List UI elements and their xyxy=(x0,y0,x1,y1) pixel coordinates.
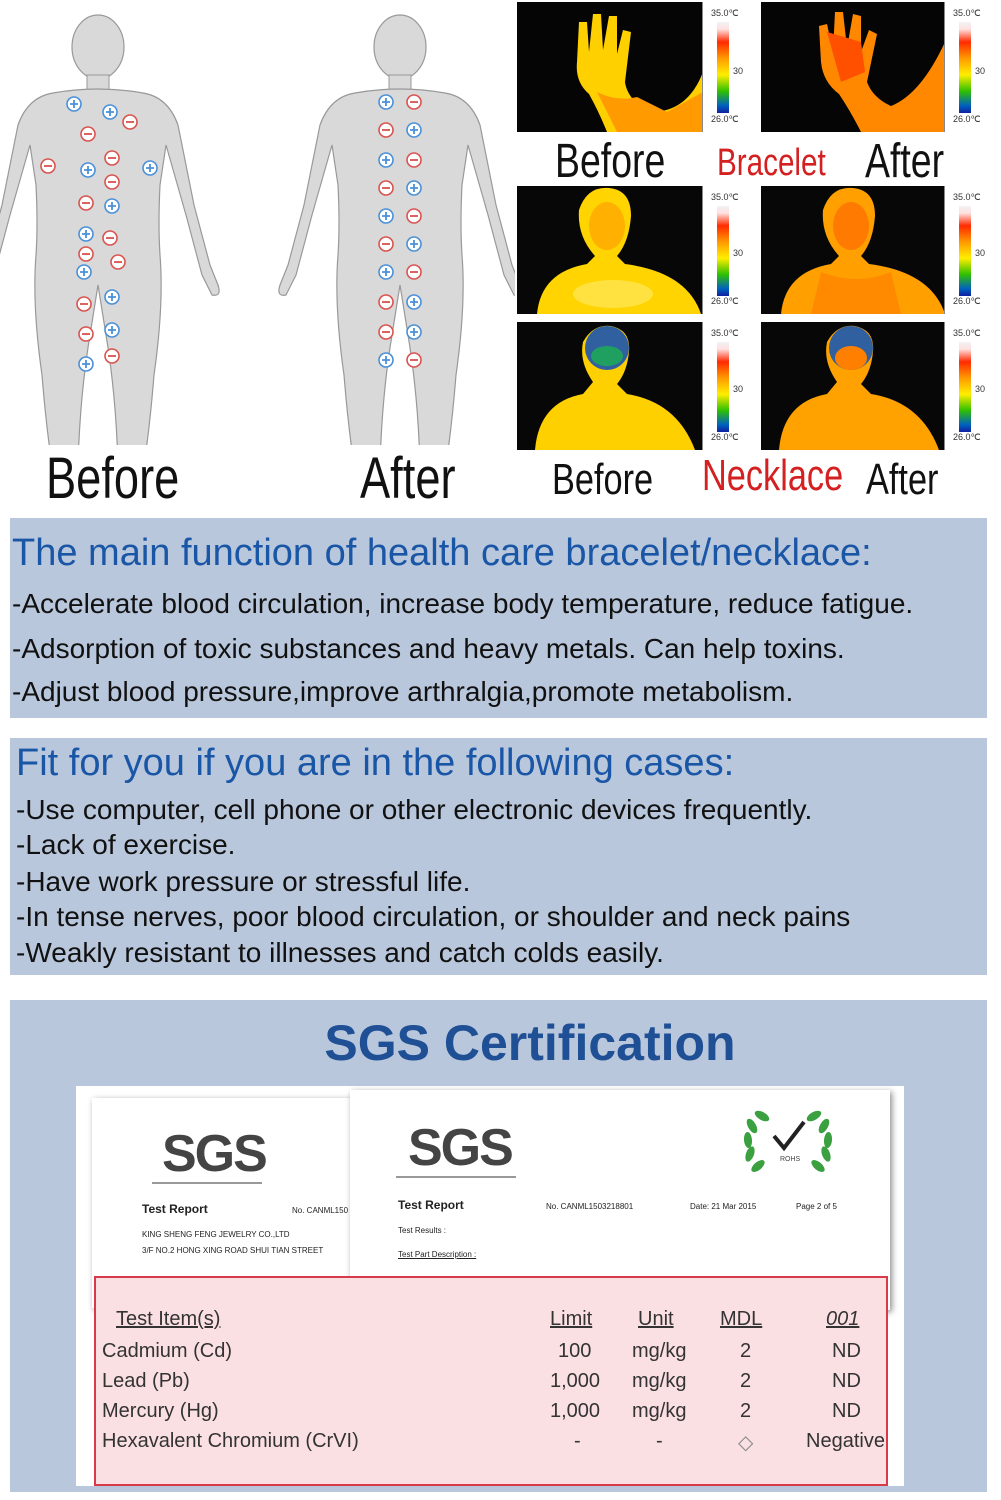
scale-mid-label: 30 xyxy=(975,248,986,258)
row-item: Lead (Pb) xyxy=(102,1370,190,1392)
bracelet-label: Bracelet xyxy=(717,142,826,184)
main-function-title: The main function of health care bracele… xyxy=(12,532,872,574)
necklace-label: Necklace xyxy=(702,451,844,500)
col-header-item: Test Item(s) xyxy=(116,1308,221,1330)
test-part-label: Test Part Description : xyxy=(398,1250,477,1259)
test-results-label: Test Results : xyxy=(398,1226,447,1235)
row-item: Cadmium (Cd) xyxy=(102,1340,233,1362)
scale-bottom-label: 26.0℃ xyxy=(953,114,981,124)
fit-line-4: -In tense nerves, poor blood circulation… xyxy=(16,901,851,932)
report-number: No. CANML1503218801 xyxy=(546,1202,634,1211)
body-after xyxy=(278,14,522,528)
test-report-label: Test Report xyxy=(142,1202,208,1216)
scale-top-label: 35.0℃ xyxy=(711,192,739,202)
function-line-2: -Adsorption of toxic substances and heav… xyxy=(12,633,845,664)
sgs-report-page-2: SGS Test Report No. CANML1503218801 Date… xyxy=(350,1090,890,1310)
report-date: Date: 21 Mar 2015 xyxy=(690,1202,757,1211)
thermal-section: 35.0℃ 30 26.0℃ 35.0℃ 30 26.0℃ Before Bra… xyxy=(515,0,1001,455)
function-line-3: -Adjust blood pressure,improve arthralgi… xyxy=(12,676,794,707)
body-after-label: After xyxy=(360,446,456,511)
row-unit: mg/kg xyxy=(632,1370,687,1392)
col-header-sample: 001 xyxy=(826,1308,860,1330)
col-header-limit: Limit xyxy=(550,1308,593,1330)
main-function-section: The main function of health care bracele… xyxy=(10,518,987,718)
scale-mid-label: 30 xyxy=(975,66,986,76)
scale-mid-label: 30 xyxy=(975,384,986,394)
thermal-back-before: 35.0℃ 30 26.0℃ xyxy=(517,322,759,450)
scale-mid-label: 30 xyxy=(733,384,744,394)
sgs-documents: SGS Test Report No. CANML150 KING SHENG … xyxy=(76,1086,904,1486)
thermal-bracelet-after: 35.0℃ 30 26.0℃ xyxy=(761,2,1001,132)
sgs-logo: SGS xyxy=(408,1119,514,1177)
body-before-label: Before xyxy=(46,446,180,511)
scale-bottom-label: 26.0℃ xyxy=(711,114,739,124)
thermal-back-after: 35.0℃ 30 26.0℃ xyxy=(761,322,1001,450)
row-unit: mg/kg xyxy=(632,1340,687,1362)
fit-line-2: -Lack of exercise. xyxy=(16,829,236,860)
col-header-unit: Unit xyxy=(638,1308,674,1330)
scale-bottom-label: 26.0℃ xyxy=(953,296,981,306)
fit-for-you-section: Fit for you if you are in the following … xyxy=(10,738,987,975)
scale-bottom-label: 26.0℃ xyxy=(711,432,739,442)
row-limit: - xyxy=(574,1430,581,1452)
report-number: No. CANML150 xyxy=(292,1206,349,1215)
row-result: ND xyxy=(832,1340,861,1362)
sgs-section: SGS Certification SGS Test Report No. CA… xyxy=(10,1000,987,1492)
necklace-after-label: After xyxy=(866,455,939,504)
client-address: 3/F NO.2 HONG XING ROAD SHUI TIAN STREET xyxy=(142,1246,324,1255)
body-before xyxy=(0,14,220,528)
scale-bottom-label: 26.0℃ xyxy=(711,296,739,306)
fit-title: Fit for you if you are in the following … xyxy=(16,742,735,784)
test-results-table: Test Item(s) Limit Unit MDL 001 Cadmium … xyxy=(94,1276,888,1486)
sgs-report-page-1: SGS Test Report No. CANML150 KING SHENG … xyxy=(92,1098,350,1308)
row-unit: - xyxy=(656,1430,663,1452)
rohs-label: ROHS xyxy=(780,1156,801,1163)
thermal-bracelet-before: 35.0℃ 30 26.0℃ xyxy=(517,2,759,132)
scale-top-label: 35.0℃ xyxy=(953,328,981,338)
bracelet-after-label: After xyxy=(865,135,945,188)
report-page: Page 2 of 5 xyxy=(796,1202,837,1211)
fit-line-3: -Have work pressure or stressful life. xyxy=(16,866,471,897)
sgs-title: SGS Certification xyxy=(324,1015,736,1071)
necklace-before-label: Before xyxy=(552,455,654,504)
row-unit: mg/kg xyxy=(632,1400,687,1422)
bracelet-before-label: Before xyxy=(555,135,666,188)
row-mdl: ◇ xyxy=(738,1432,754,1454)
scale-mid-label: 30 xyxy=(733,248,744,258)
rohs-wreath-icon xyxy=(743,1110,833,1172)
body-ion-illustration xyxy=(0,0,522,528)
row-limit: 100 xyxy=(558,1340,592,1362)
row-mdl: 2 xyxy=(740,1400,752,1422)
scale-top-label: 35.0℃ xyxy=(953,8,981,18)
row-result: Negative xyxy=(806,1430,885,1452)
col-header-mdl: MDL xyxy=(720,1308,763,1330)
row-result: ND xyxy=(832,1370,861,1392)
function-line-1: -Accelerate blood circulation, increase … xyxy=(12,588,914,619)
sgs-logo: SGS xyxy=(162,1125,268,1183)
row-result: ND xyxy=(832,1400,861,1422)
row-limit: 1,000 xyxy=(550,1400,601,1422)
scale-top-label: 35.0℃ xyxy=(953,192,981,202)
scale-bottom-label: 26.0℃ xyxy=(953,432,981,442)
scale-mid-label: 30 xyxy=(733,66,744,76)
test-report-label: Test Report xyxy=(398,1198,464,1212)
scale-top-label: 35.0℃ xyxy=(711,8,739,18)
body-silhouettes xyxy=(0,14,522,528)
client-name: KING SHENG FENG JEWELRY CO.,LTD xyxy=(142,1230,290,1239)
thermal-chest-before: 35.0℃ 30 26.0℃ xyxy=(517,186,759,314)
fit-line-1: -Use computer, cell phone or other elect… xyxy=(16,794,813,825)
fit-line-5: -Weakly resistant to illnesses and catch… xyxy=(16,937,664,968)
row-mdl: 2 xyxy=(740,1370,752,1392)
thermal-chest-after: 35.0℃ 30 26.0℃ xyxy=(761,186,1001,314)
scale-top-label: 35.0℃ xyxy=(711,328,739,338)
row-item: Hexavalent Chromium (CrVI) xyxy=(102,1430,359,1452)
row-mdl: 2 xyxy=(740,1340,752,1362)
row-item: Mercury (Hg) xyxy=(102,1400,219,1422)
row-limit: 1,000 xyxy=(550,1370,601,1392)
